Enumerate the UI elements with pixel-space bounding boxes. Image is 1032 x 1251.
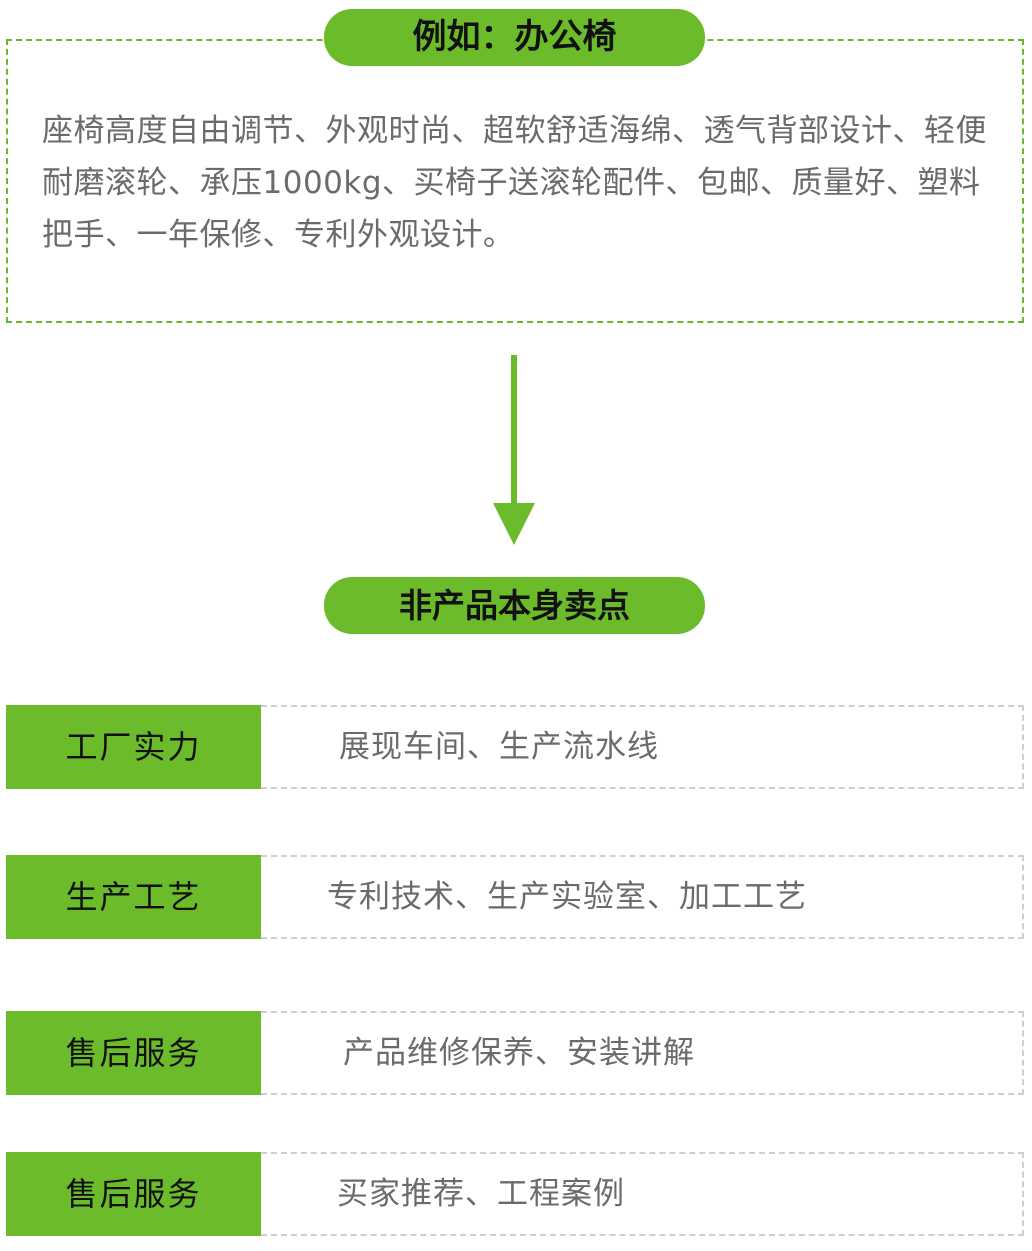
selling-point-row: 生产工艺 专利技术、生产实验室、加工工艺 <box>6 855 1024 939</box>
example-title: 例如：办公椅 <box>324 9 705 66</box>
row-label: 工厂实力 <box>6 705 261 789</box>
example-description: 座椅高度自由调节、外观时尚、超软舒适海绵、透气背部设计、轻便耐磨滚轮、承压100… <box>42 113 987 253</box>
row-label: 售后服务 <box>6 1011 261 1095</box>
down-arrow-icon <box>493 355 535 545</box>
row-text: 买家推荐、工程案例 <box>261 1152 1024 1236</box>
selling-point-row: 工厂实力 展现车间、生产流水线 <box>6 705 1024 789</box>
row-label: 售后服务 <box>6 1152 261 1236</box>
row-text: 展现车间、生产流水线 <box>261 705 1024 789</box>
row-text: 专利技术、生产实验室、加工工艺 <box>261 855 1024 939</box>
selling-point-row: 售后服务 产品维修保养、安装讲解 <box>6 1011 1024 1095</box>
row-text: 产品维修保养、安装讲解 <box>261 1011 1024 1095</box>
selling-point-row: 售后服务 买家推荐、工程案例 <box>6 1152 1024 1236</box>
row-label: 生产工艺 <box>6 855 261 939</box>
section-title: 非产品本身卖点 <box>324 577 705 634</box>
